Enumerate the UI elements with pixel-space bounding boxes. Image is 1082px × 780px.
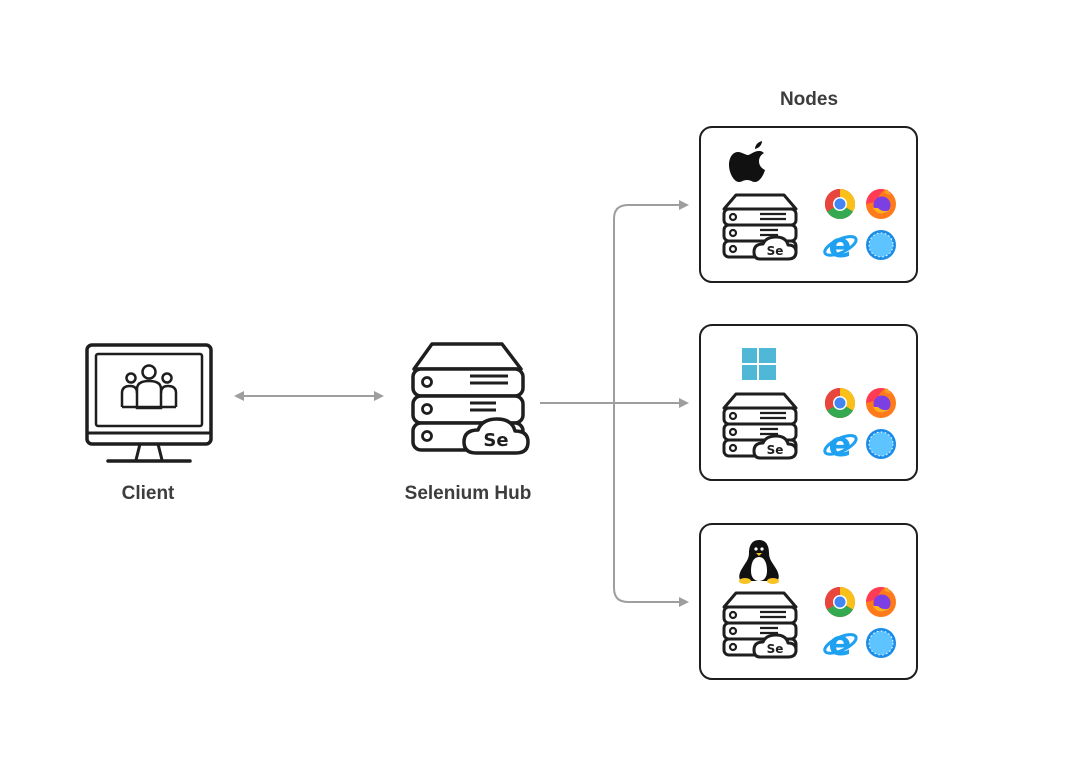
nodes-title: Nodes bbox=[780, 89, 838, 110]
safari-icon bbox=[865, 229, 897, 261]
selenium-hub-server-icon: Se bbox=[411, 342, 530, 455]
node-server-icon: Se bbox=[722, 591, 798, 659]
firefox-icon bbox=[865, 188, 896, 219]
firefox-icon bbox=[865, 387, 896, 418]
hub-se-badge: Se bbox=[483, 430, 508, 451]
chrome-icon bbox=[824, 189, 856, 220]
node-se-badge: Se bbox=[767, 642, 784, 656]
node-se-badge: Se bbox=[767, 443, 784, 457]
safari-icon bbox=[865, 428, 897, 460]
safari-icon bbox=[865, 627, 897, 659]
chrome-icon bbox=[824, 388, 856, 419]
hub-node-mac-arrow bbox=[613, 200, 689, 403]
firefox-icon bbox=[865, 586, 896, 617]
node-windows: Se bbox=[699, 324, 918, 481]
client-computer-icon bbox=[85, 343, 213, 463]
node-se-badge: Se bbox=[767, 244, 784, 258]
node-server-icon: Se bbox=[722, 392, 798, 460]
node-linux: Se bbox=[699, 523, 918, 680]
users-icon bbox=[120, 364, 178, 410]
client-label: Client bbox=[122, 483, 175, 504]
linux-icon bbox=[739, 540, 779, 584]
apple-icon bbox=[729, 141, 765, 182]
windows-icon bbox=[742, 348, 776, 380]
hub-label: Selenium Hub bbox=[405, 483, 532, 504]
chrome-icon bbox=[824, 587, 856, 618]
connectors bbox=[234, 200, 689, 607]
node-server-icon: Se bbox=[722, 193, 798, 261]
hub-node-linux-arrow bbox=[613, 403, 689, 607]
node-mac: Se bbox=[699, 126, 918, 283]
